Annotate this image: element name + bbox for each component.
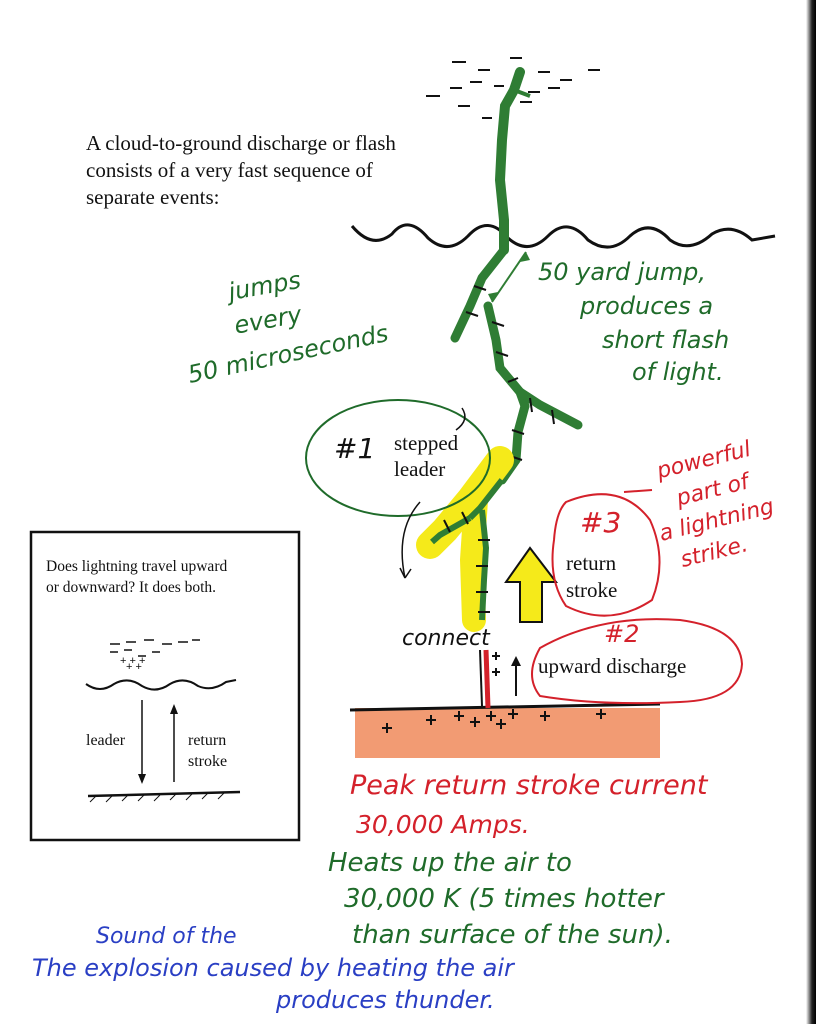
heat-line-2: 30,000 K (5 times hotter xyxy=(344,884,664,914)
sound-line-3: produces thunder. xyxy=(276,986,495,1014)
svg-text:+ + +: + + + xyxy=(120,655,145,667)
inset-return-line-2: stroke xyxy=(188,753,228,770)
return-stroke-line-2: stroke xyxy=(566,578,618,602)
ground-layer xyxy=(349,702,661,758)
heat-line-3: than surface of the sun). xyxy=(352,920,673,950)
return-stroke-arrow xyxy=(504,546,559,623)
heat-line-1: Heats up the air to xyxy=(328,848,572,878)
upward-discharge-outline xyxy=(531,618,744,705)
stepped-leader-label: stepped leader xyxy=(394,430,458,482)
step-number-1: #1 xyxy=(334,432,376,465)
connect-note: connect xyxy=(402,626,490,651)
stepped-leader-line-1: stepped xyxy=(394,431,459,455)
cloud-base xyxy=(350,223,776,249)
inset-frame xyxy=(29,530,301,842)
intro-line-3: separate events: xyxy=(86,185,220,209)
inset-leader-label: leader xyxy=(86,732,126,749)
cloud-channel xyxy=(494,67,525,255)
sound-line-1: Sound of the xyxy=(96,924,237,949)
return-stroke-line-1: return xyxy=(566,551,617,575)
jump-note-4: of light. xyxy=(632,358,724,386)
stepped-leader xyxy=(450,245,583,485)
intro-line-2: consists of a very fast sequence of xyxy=(86,158,373,182)
jump-note-3: short flash xyxy=(602,326,730,354)
stepped-leader-line-2: leader xyxy=(394,457,446,481)
intro-text: A cloud-to-ground discharge or flash con… xyxy=(86,130,396,211)
ground-charges xyxy=(382,709,606,733)
inset-question: Does lightning travel upward or downward… xyxy=(46,556,227,598)
step-number-3: #3 xyxy=(580,506,622,539)
lower-channel xyxy=(416,446,514,632)
stepped-leader-circle xyxy=(305,399,491,517)
inset-question-line-2: or downward? It does both. xyxy=(46,579,217,596)
scan-edge xyxy=(806,0,816,1024)
step-number-2: #2 xyxy=(604,620,640,648)
return-stroke-label: return stroke xyxy=(566,550,617,604)
inset-return-label: return stroke xyxy=(188,730,227,772)
sound-line-2: The explosion caused by heating the air xyxy=(32,954,514,982)
svg-text:+ +: + + xyxy=(126,661,142,673)
upward-discharge-label: upward discharge xyxy=(538,654,687,678)
inset-return-line-1: return xyxy=(188,732,227,749)
intro-line-1: A cloud-to-ground discharge or flash xyxy=(86,131,396,155)
inset-question-line-1: Does lightning travel upward xyxy=(46,558,228,575)
jump-note-2: produces a xyxy=(580,292,714,320)
cloud-charges xyxy=(426,57,600,119)
peak-current-line-2: 30,000 Amps. xyxy=(356,810,530,839)
jump-note-1: 50 yard jump, xyxy=(538,258,706,286)
return-stroke-outline xyxy=(551,493,661,617)
peak-current-line-1: Peak return stroke current xyxy=(350,770,708,801)
